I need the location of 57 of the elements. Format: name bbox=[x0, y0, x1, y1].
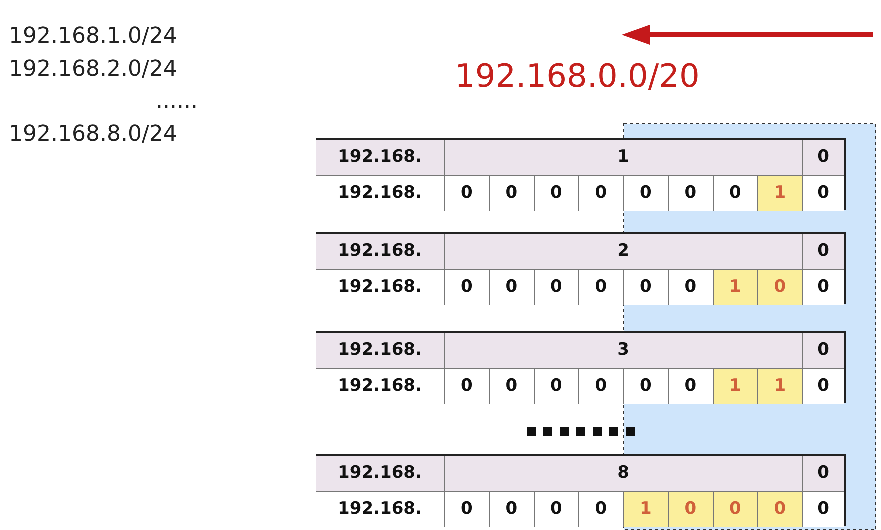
ellipsis-text: ...... bbox=[156, 89, 198, 114]
table-cell: 0 bbox=[534, 270, 580, 305]
table-cell: 192.168. bbox=[316, 176, 445, 211]
table-cell: 1 bbox=[714, 270, 758, 305]
table-cell: 0 bbox=[803, 140, 844, 176]
table-cell: 0 bbox=[579, 176, 624, 211]
table-cell: 0 bbox=[714, 492, 758, 527]
table-cell: 0 bbox=[579, 368, 624, 404]
subnet-address: 192.168.1.0/24 bbox=[9, 24, 178, 49]
table-cell: 1 bbox=[758, 176, 803, 211]
table-cell: 0 bbox=[624, 368, 669, 404]
table-cell: 0 bbox=[490, 492, 534, 527]
table-cell: 8 bbox=[445, 456, 803, 492]
table-cell: 0 bbox=[803, 368, 844, 404]
table-cell: 0 bbox=[534, 368, 580, 404]
aggregate-prefix: 192.168.0.0/20 bbox=[455, 57, 700, 95]
table-cell: 0 bbox=[758, 270, 803, 305]
table-cell: 192.168. bbox=[316, 333, 445, 368]
table-cell: 0 bbox=[758, 492, 803, 527]
table-cell: 0 bbox=[579, 270, 624, 305]
table-cell: 1 bbox=[758, 368, 803, 404]
subnet-address: 192.168.8.0/24 bbox=[9, 122, 178, 147]
table-cell: 0 bbox=[490, 176, 534, 211]
table-cell: 0 bbox=[803, 492, 844, 527]
table-cell: 0 bbox=[490, 368, 534, 404]
table-cell: 0 bbox=[624, 176, 669, 211]
table-cell: 192.168. bbox=[316, 368, 445, 404]
table-cell: 0 bbox=[534, 492, 580, 527]
subnet-address: 192.168.2.0/24 bbox=[9, 57, 178, 82]
table-cell: 0 bbox=[445, 176, 490, 211]
table-cell: 192.168. bbox=[316, 492, 445, 527]
table-cell: 0 bbox=[445, 492, 490, 527]
table-cell: 3 bbox=[445, 333, 803, 368]
table-cell: 0 bbox=[803, 234, 844, 270]
table-cell: 0 bbox=[803, 176, 844, 211]
table-cell: 0 bbox=[490, 270, 534, 305]
table-cell: 0 bbox=[714, 176, 758, 211]
table-cell: 0 bbox=[803, 333, 844, 368]
table-cell: 0 bbox=[579, 492, 624, 527]
table-cell: 0 bbox=[624, 270, 669, 305]
table-cell: 0 bbox=[668, 368, 714, 404]
table-cell: 192.168. bbox=[316, 140, 445, 176]
table-cell: 0 bbox=[534, 176, 580, 211]
table-cell: 0 bbox=[803, 456, 844, 492]
table-cell: 0 bbox=[445, 368, 490, 404]
table-cell: 0 bbox=[668, 176, 714, 211]
table-cell: 1 bbox=[624, 492, 669, 527]
table-cell: 192.168. bbox=[316, 270, 445, 305]
table-cell: 1 bbox=[445, 140, 803, 176]
table-cell: 1 bbox=[714, 368, 758, 404]
table-cell: 0 bbox=[445, 270, 490, 305]
table-cell: 0 bbox=[668, 492, 714, 527]
table-cell: 192.168. bbox=[316, 456, 445, 492]
table-cell: 192.168. bbox=[316, 234, 445, 270]
table-cell: 2 bbox=[445, 234, 803, 270]
table-cell: 0 bbox=[668, 270, 714, 305]
table-cell: 0 bbox=[803, 270, 844, 305]
